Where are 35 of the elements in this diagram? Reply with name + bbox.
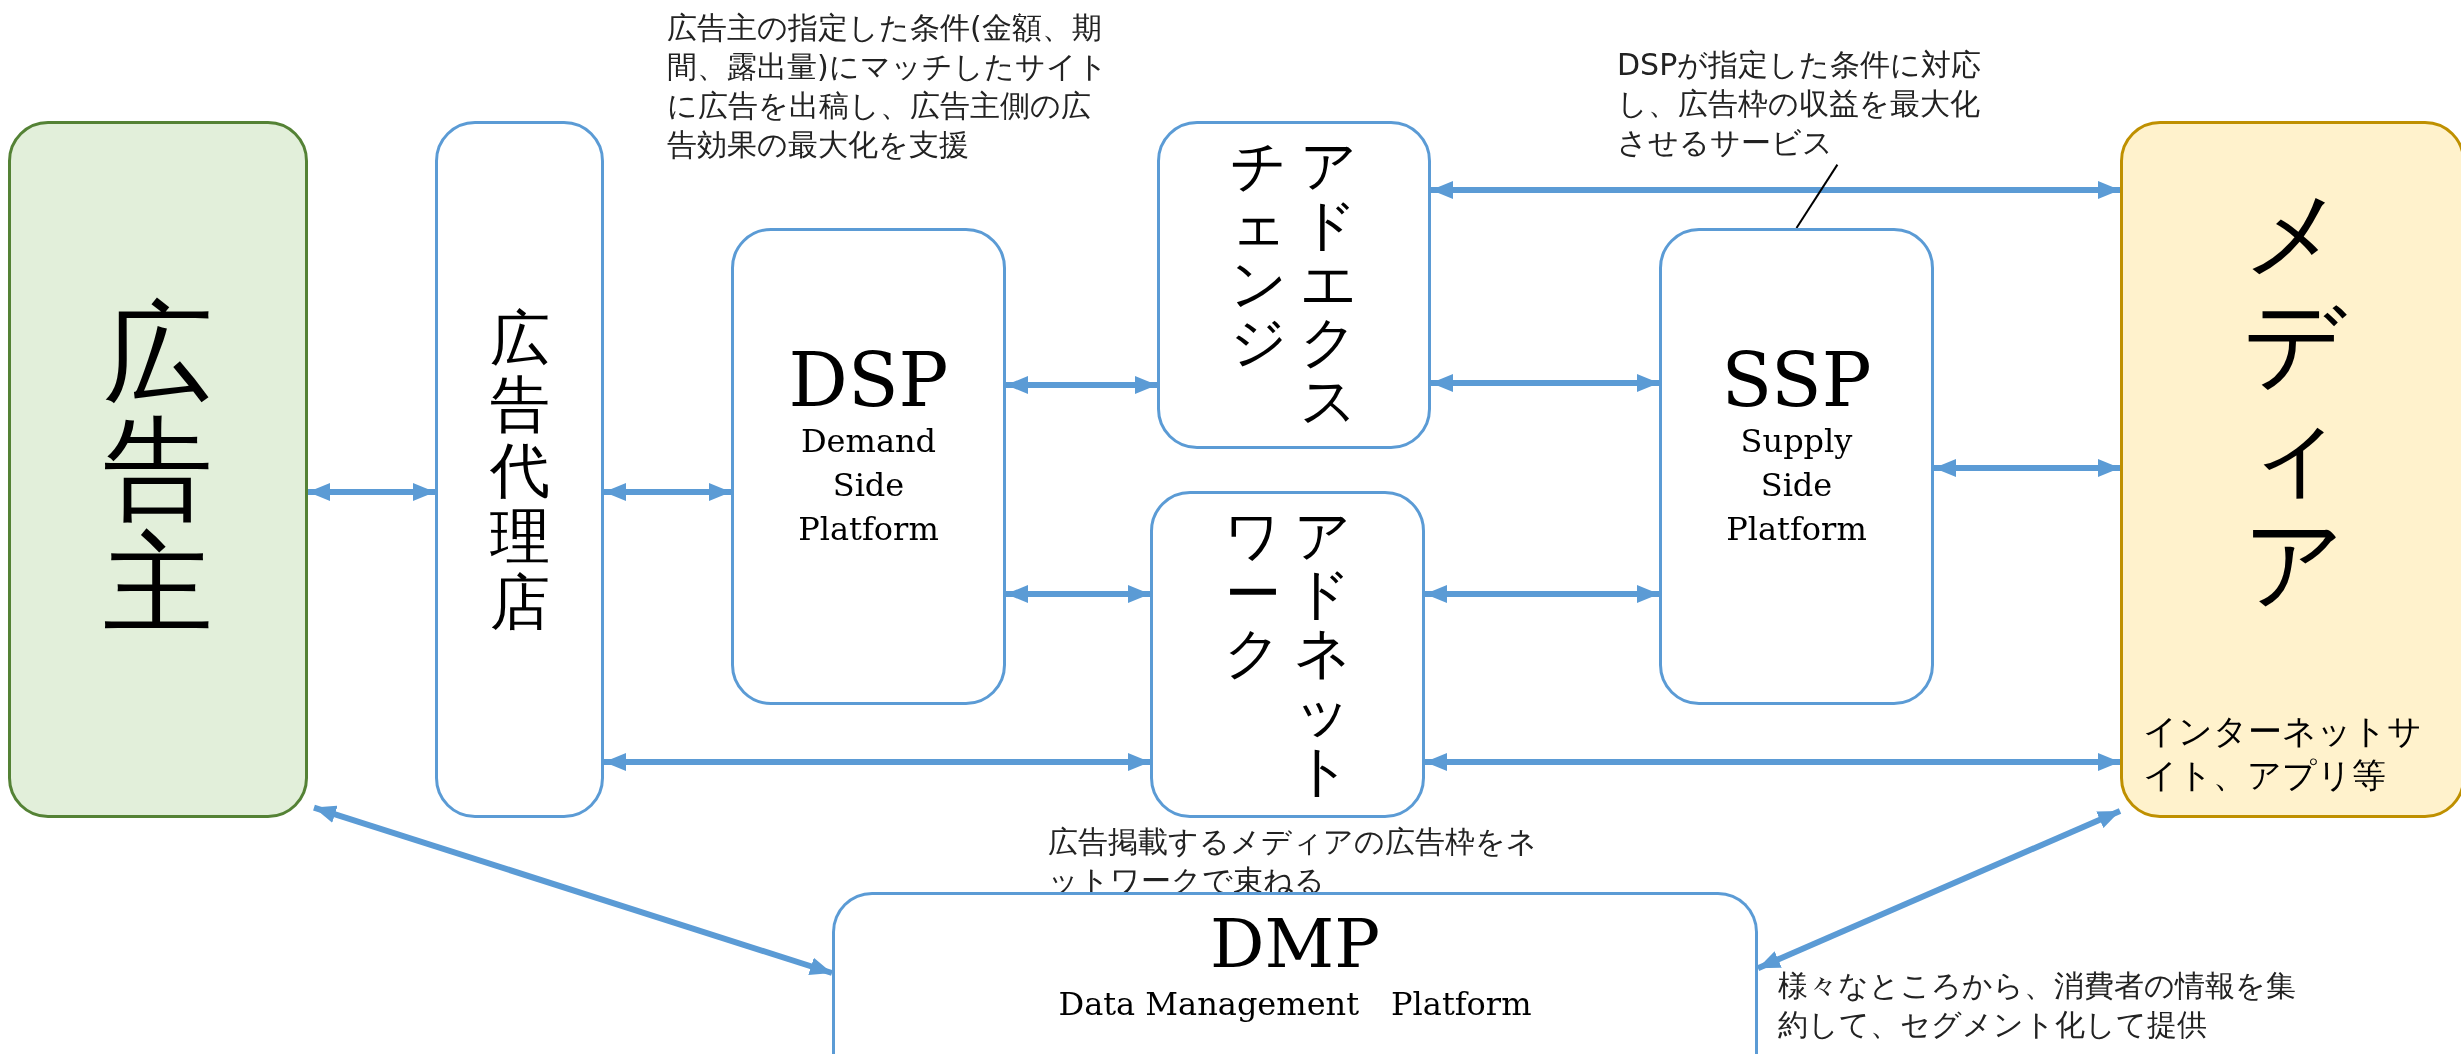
full-name-label: Demand Side Platform — [797, 421, 940, 551]
full-name-label: Data Management Platform — [1058, 983, 1532, 1025]
double-arrow — [1431, 374, 1659, 392]
double-arrow — [308, 483, 435, 501]
platform-box — [731, 228, 1006, 705]
double-arrow — [1934, 459, 2120, 477]
media-box — [2120, 121, 2461, 818]
double-arrow — [1425, 585, 1659, 603]
double-arrow — [604, 483, 731, 501]
box-label: 広告代理店 — [489, 304, 550, 635]
exchange-box — [1157, 121, 1431, 449]
double-arrow — [1756, 808, 2122, 971]
double-arrow — [313, 804, 833, 976]
acronym-label: SSP — [1721, 341, 1872, 420]
double-arrow — [604, 753, 1150, 771]
double-arrow — [1431, 181, 2120, 199]
sub-label: インターネットサイト、アプリ等 — [2143, 710, 2423, 797]
acronym-label: DMP — [1210, 907, 1380, 982]
full-name-label: Supply Side Platform — [1725, 421, 1868, 551]
platform-box — [832, 892, 1758, 1054]
double-arrow — [1006, 585, 1150, 603]
double-arrow — [1425, 753, 2120, 771]
platform-box — [1659, 228, 1934, 705]
agency-box — [435, 121, 604, 818]
box-label: アドエクスチェンジ — [1231, 137, 1357, 433]
annotation-text: 様々なところから、消費者の情報を集約して、セグメント化して提供 — [1778, 967, 2297, 1044]
annotation-text: 広告主の指定した条件(金額、期間、露出量)にマッチしたサイトに広告を出稿し、広告主側の広告効果の最大化を支援 — [667, 9, 1109, 164]
leader-line — [1795, 163, 1839, 229]
box-label: アドネットワーク — [1224, 506, 1351, 803]
double-arrow — [1006, 376, 1157, 394]
annotation-text: DSPが指定した条件に対応し、広告枠の収益を最大化させるサービス — [1617, 46, 1983, 162]
acronym-label: DSP — [788, 341, 949, 420]
advertiser-box — [8, 121, 308, 818]
box-label: 広告主 — [103, 296, 213, 643]
network-box — [1150, 491, 1425, 818]
